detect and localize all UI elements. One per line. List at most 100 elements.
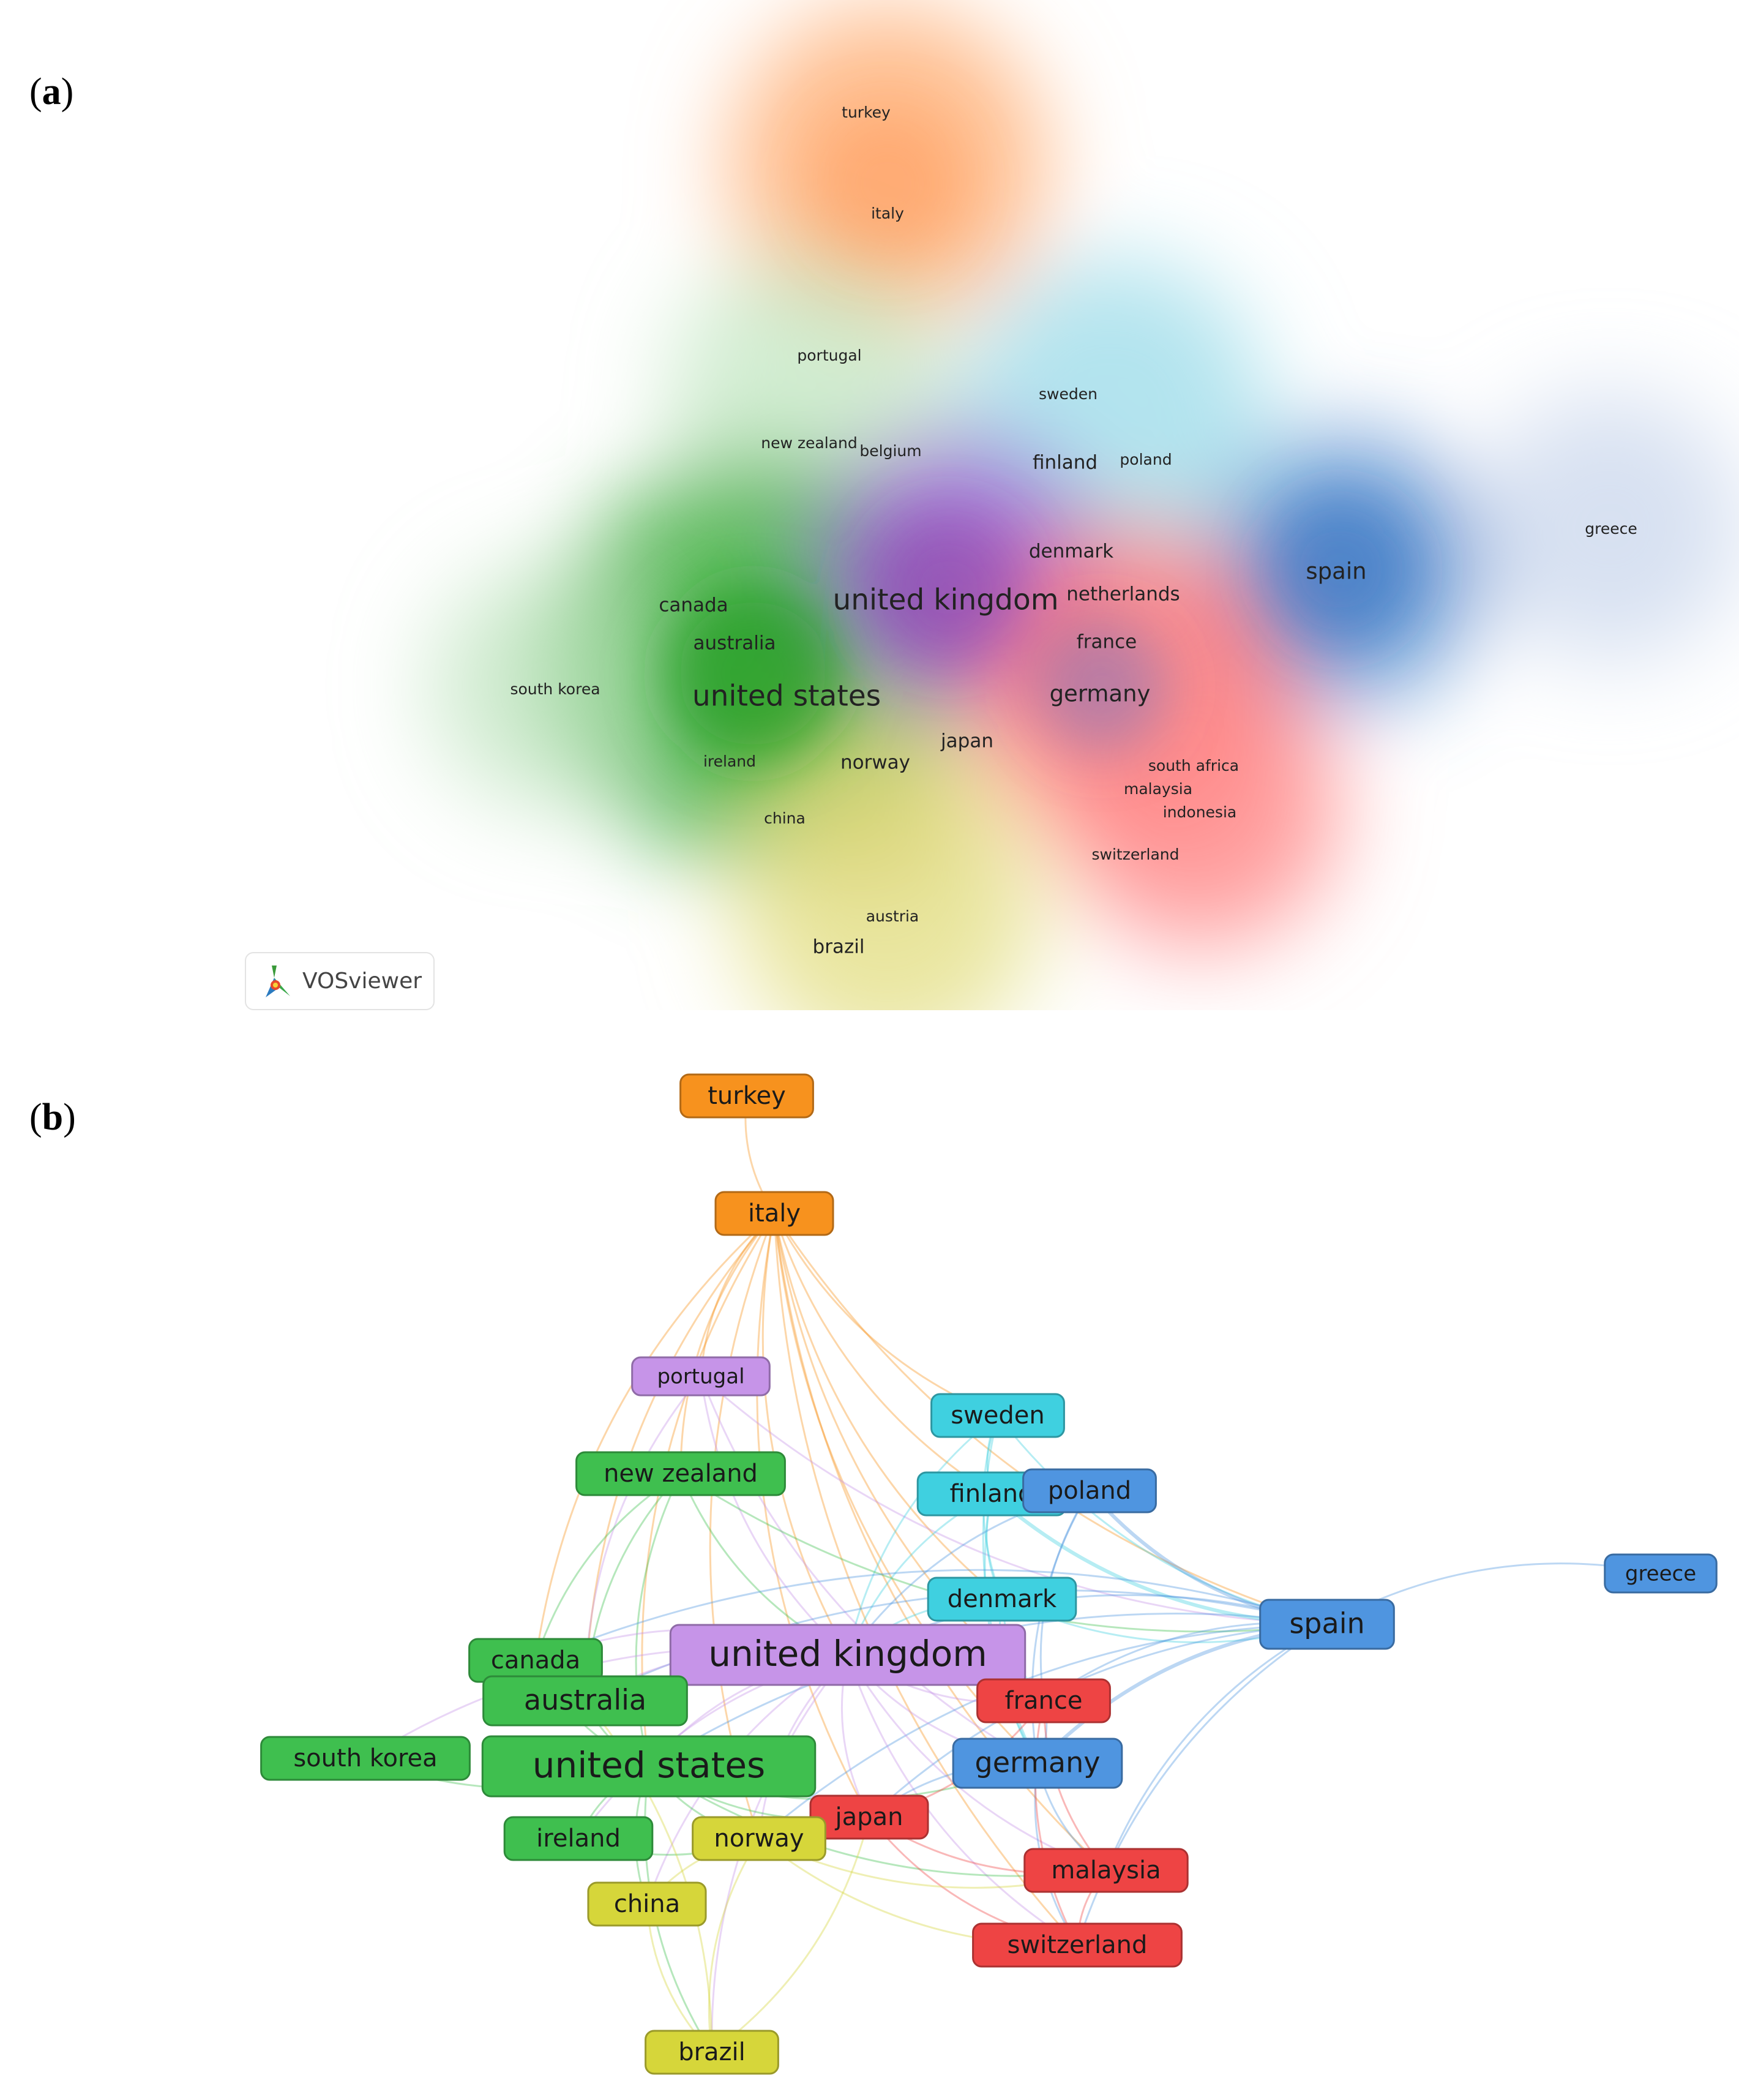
- density-label-poland: poland: [1120, 451, 1172, 468]
- node-box-greece[interactable]: [1604, 1553, 1718, 1594]
- node-denmark[interactable]: denmark: [927, 1577, 1077, 1622]
- node-label-portugal: portugal: [657, 1365, 744, 1389]
- node-sweden[interactable]: sweden: [930, 1393, 1065, 1438]
- edge-portugal-spain: [700, 1375, 1328, 1626]
- node-box-turkey[interactable]: [679, 1073, 814, 1119]
- density-label-switzerland: switzerland: [1092, 846, 1180, 863]
- edge-italy-finland: [773, 1213, 992, 1495]
- edge-italy-japan: [756, 1213, 870, 1818]
- node-brazil[interactable]: brazil: [645, 2030, 779, 2075]
- node-label-norway: norway: [714, 1824, 804, 1853]
- edge-italy-australia: [584, 1213, 776, 1701]
- edge-brazil-japan: [711, 1817, 870, 2053]
- node-south-korea[interactable]: south korea: [260, 1736, 471, 1781]
- density-label-belgium: belgium: [859, 442, 921, 460]
- node-box-china[interactable]: [587, 1881, 707, 1927]
- edge-italy-switzerland: [773, 1213, 1079, 1946]
- density-label-south-africa: south africa: [1148, 757, 1239, 774]
- node-label-ireland: ireland: [536, 1824, 621, 1853]
- density-label-indonesia: indonesia: [1163, 803, 1236, 821]
- density-label-portugal: portugal: [797, 347, 861, 364]
- node-china[interactable]: china: [587, 1881, 707, 1927]
- density-cloud: [428, 563, 673, 808]
- density-core: [875, 514, 1022, 661]
- node-box-poland[interactable]: [1022, 1468, 1157, 1513]
- node-box-italy[interactable]: [714, 1191, 834, 1236]
- density-label-italy: italy: [871, 204, 904, 222]
- density-label-greece: greece: [1585, 520, 1637, 538]
- edge-italy-new-zealand: [679, 1213, 776, 1474]
- node-box-australia[interactable]: [482, 1675, 688, 1727]
- node-label-turkey: turkey: [708, 1082, 786, 1110]
- node-germany[interactable]: germany: [952, 1738, 1123, 1789]
- node-label-greece: greece: [1625, 1562, 1696, 1586]
- node-label-denmark: denmark: [948, 1585, 1057, 1613]
- node-label-switzerland: switzerland: [1008, 1931, 1148, 1959]
- node-box-united-states[interactable]: [481, 1735, 817, 1798]
- node-label-sweden: sweden: [951, 1401, 1045, 1430]
- node-portugal[interactable]: portugal: [631, 1356, 771, 1397]
- density-label-norway: norway: [840, 752, 910, 774]
- density-label-ireland: ireland: [703, 752, 756, 770]
- node-japan[interactable]: japan: [809, 1794, 929, 1840]
- vosviewer-badge-text: VOSviewer: [302, 969, 422, 994]
- density-label-south-korea: south korea: [510, 680, 600, 698]
- node-box-switzerland[interactable]: [972, 1922, 1183, 1968]
- node-italy[interactable]: italy: [714, 1191, 834, 1236]
- node-box-france[interactable]: [976, 1678, 1111, 1723]
- node-new-zealand[interactable]: new zealand: [575, 1451, 786, 1496]
- node-label-france: france: [1005, 1687, 1083, 1715]
- edge-norway-brazil: [708, 1838, 760, 2053]
- vosviewer-badge: VOSviewer: [245, 952, 435, 1010]
- density-label-japan: japan: [940, 730, 993, 752]
- node-box-brazil[interactable]: [645, 2030, 779, 2075]
- density-label-spain: spain: [1306, 558, 1366, 585]
- node-box-portugal[interactable]: [631, 1356, 771, 1397]
- node-label-brazil: brazil: [678, 2038, 746, 2066]
- edge-poland-germany: [1031, 1490, 1091, 1764]
- node-label-new-zealand: new zealand: [604, 1460, 758, 1488]
- node-united-kingdom[interactable]: united kingdom: [669, 1624, 1027, 1686]
- panel-b-label: (b): [29, 1097, 76, 1138]
- edge-italy-canada: [534, 1212, 776, 1661]
- node-box-spain[interactable]: [1259, 1599, 1395, 1650]
- node-box-malaysia[interactable]: [1023, 1848, 1189, 1893]
- panel-b-network-map: (b) turkey italy portugal sweden new zealand…: [0, 1041, 1739, 2100]
- density-label-new-zealand: new zealand: [761, 434, 857, 452]
- edge-italy-denmark: [773, 1213, 1003, 1600]
- density-label-denmark: denmark: [1029, 541, 1113, 563]
- density-label-france: france: [1077, 631, 1137, 653]
- node-ireland[interactable]: ireland: [503, 1816, 654, 1861]
- node-box-new-zealand[interactable]: [575, 1451, 786, 1496]
- edge-spain-malaysia: [1105, 1623, 1328, 1871]
- density-label-finland: finland: [1033, 452, 1098, 474]
- node-canada[interactable]: canada: [468, 1638, 603, 1683]
- node-norway[interactable]: norway: [692, 1816, 826, 1861]
- node-malaysia[interactable]: malaysia: [1023, 1848, 1189, 1893]
- node-australia[interactable]: australia: [482, 1675, 688, 1727]
- node-spain[interactable]: spain: [1259, 1599, 1395, 1650]
- node-greece[interactable]: greece: [1604, 1553, 1718, 1594]
- node-label-united-states: united states: [533, 1744, 765, 1786]
- node-box-denmark[interactable]: [927, 1577, 1077, 1622]
- node-box-sweden[interactable]: [930, 1393, 1065, 1438]
- node-box-united-kingdom[interactable]: [669, 1624, 1027, 1686]
- node-box-south-korea[interactable]: [260, 1736, 471, 1781]
- node-poland[interactable]: poland: [1022, 1468, 1157, 1513]
- node-united-states[interactable]: united states: [481, 1735, 817, 1798]
- node-switzerland[interactable]: switzerland: [972, 1922, 1183, 1968]
- node-box-germany[interactable]: [952, 1738, 1123, 1789]
- density-label-malaysia: malaysia: [1124, 780, 1192, 798]
- node-box-norway[interactable]: [692, 1816, 826, 1861]
- node-label-germany: germany: [975, 1746, 1101, 1779]
- node-france[interactable]: france: [976, 1678, 1111, 1723]
- node-turkey[interactable]: turkey: [679, 1073, 814, 1119]
- density-core: [1034, 618, 1169, 753]
- density-cloud: [1475, 392, 1739, 661]
- node-label-south-korea: south korea: [293, 1744, 437, 1772]
- edge-united-kingdom-switzerland: [847, 1654, 1078, 1946]
- node-box-ireland[interactable]: [503, 1816, 654, 1861]
- density-label-australia: australia: [694, 632, 776, 654]
